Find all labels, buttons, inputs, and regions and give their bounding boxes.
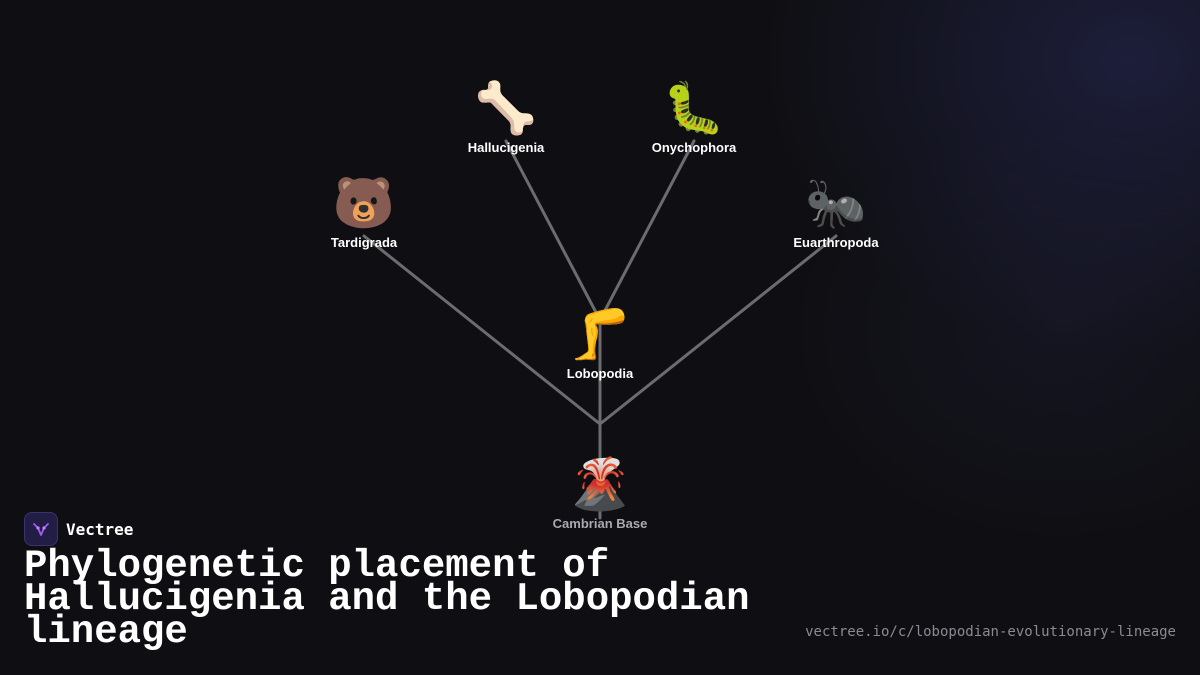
page-title: Phylogenetic placement of Hallucigenia a… bbox=[24, 544, 750, 654]
vectree-logo-icon bbox=[24, 512, 58, 546]
brand[interactable]: Vectree bbox=[24, 512, 133, 546]
edge-cambrian-euarthropoda bbox=[598, 234, 838, 426]
node-euarthropoda[interactable]: 🐜 Euarthropoda bbox=[736, 173, 936, 250]
bear-icon: 🐻 bbox=[332, 174, 396, 232]
node-label-lobopodia: Lobopodia bbox=[566, 366, 634, 381]
node-label-euarthropoda: Euarthropoda bbox=[793, 235, 879, 250]
node-hallucigenia[interactable]: 🦴 Hallucigenia bbox=[406, 78, 606, 155]
brand-name: Vectree bbox=[66, 519, 134, 539]
leg-icon: 🦵 bbox=[568, 305, 632, 363]
node-label-onychophora: Onychophora bbox=[651, 140, 737, 155]
edge-lobopodia-hallucigenia bbox=[504, 139, 602, 322]
edge-cambrian-tardigrada bbox=[362, 234, 602, 426]
caterpillar-icon: 🐛 bbox=[662, 79, 726, 137]
ant-icon: 🐜 bbox=[804, 174, 868, 232]
edge-lobopodia-onychophora bbox=[598, 139, 696, 322]
node-tardigrada[interactable]: 🐻 Tardigrada bbox=[264, 173, 464, 250]
node-label-tardigrada: Tardigrada bbox=[330, 235, 398, 250]
node-cambrian-base[interactable]: 🌋 Cambrian Base bbox=[500, 454, 700, 531]
node-label-cambrian-base: Cambrian Base bbox=[552, 516, 648, 531]
node-onychophora[interactable]: 🐛 Onychophora bbox=[594, 78, 794, 155]
node-lobopodia[interactable]: 🦵 Lobopodia bbox=[500, 304, 700, 381]
node-label-hallucigenia: Hallucigenia bbox=[467, 140, 545, 155]
bone-icon: 🦴 bbox=[474, 79, 538, 137]
source-url[interactable]: vectree.io/c/lobopodian-evolutionary-lin… bbox=[805, 624, 1176, 640]
volcano-icon: 🌋 bbox=[568, 455, 632, 513]
